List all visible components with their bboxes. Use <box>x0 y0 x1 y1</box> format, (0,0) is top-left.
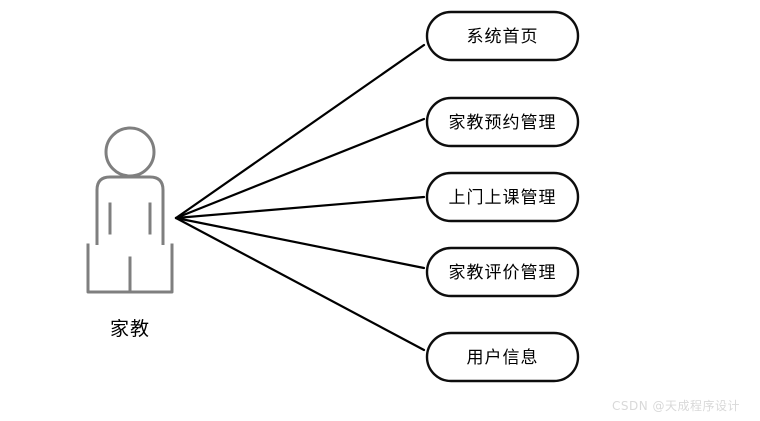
use-case-shape-uc5[interactable] <box>425 331 580 383</box>
actor-torso-icon <box>95 175 165 247</box>
use-case-shape-uc4[interactable] <box>425 246 580 298</box>
use-case-uc1[interactable]: 系统首页 <box>425 10 580 62</box>
watermark: CSDN @天成程序设计 <box>612 398 740 413</box>
actor-head-icon <box>104 126 156 178</box>
association-line-uc4[interactable] <box>174 216 426 270</box>
use-case-uc4[interactable]: 家教评价管理 <box>425 246 580 298</box>
use-case-label-uc1: 系统首页 <box>467 27 539 47</box>
association-line-uc5[interactable] <box>174 216 426 352</box>
use-case-shape-uc1[interactable] <box>425 10 580 62</box>
use-case-uc2[interactable]: 家教预约管理 <box>425 96 580 148</box>
use-case-label-uc4: 家教评价管理 <box>449 263 557 283</box>
use-case-label-uc2: 家教预约管理 <box>449 113 557 133</box>
use-case-uc5[interactable]: 用户信息 <box>425 331 580 383</box>
actor-label: 家教 <box>110 318 150 340</box>
use-case-shape-uc3[interactable] <box>425 171 580 223</box>
use-case-uc3[interactable]: 上门上课管理 <box>425 171 580 223</box>
use-case-label-uc3: 上门上课管理 <box>449 188 557 208</box>
use-case-shape-uc2[interactable] <box>425 96 580 148</box>
actor-tutor[interactable]: 家教 <box>86 126 174 340</box>
association-line-uc3[interactable] <box>174 195 426 220</box>
association-line-uc2[interactable] <box>174 117 426 220</box>
association-lines <box>174 43 426 352</box>
use-case-label-uc5: 用户信息 <box>467 348 539 368</box>
association-line-uc1[interactable] <box>174 43 426 220</box>
